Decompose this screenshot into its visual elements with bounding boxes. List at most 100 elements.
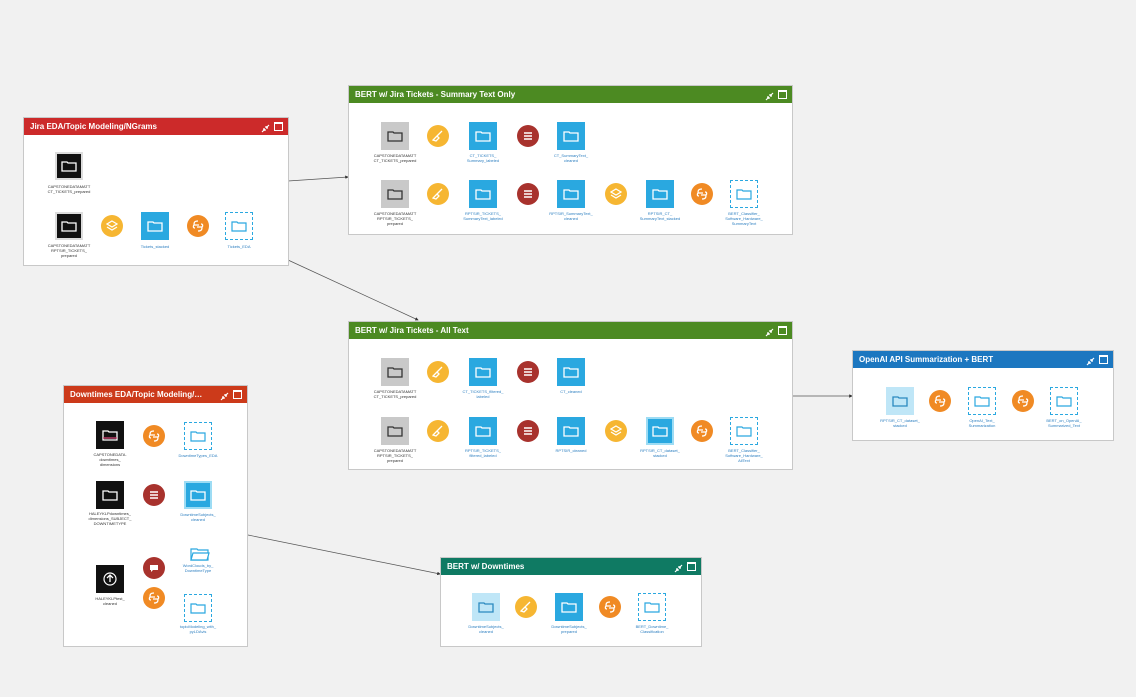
zone-bert-all[interactable]: BERT w/ Jira Tickets - All Text <box>348 321 793 470</box>
dataset-node[interactable] <box>730 180 758 208</box>
python-recipe-node[interactable] <box>691 183 713 205</box>
split-recipe-node[interactable] <box>517 361 539 383</box>
node-label: BERT_Classifier_ Software_Hardware_ AllT… <box>725 448 763 463</box>
window-icon[interactable] <box>274 122 283 131</box>
zone-header: OpenAI API Summarization + BERT <box>853 351 1113 368</box>
split-recipe-node[interactable] <box>517 125 539 147</box>
dataset-node[interactable] <box>557 180 585 208</box>
folder-icon <box>475 189 491 200</box>
dataset-node[interactable] <box>469 122 497 150</box>
stack-recipe-node[interactable] <box>101 215 123 237</box>
dataset-node[interactable] <box>557 417 585 445</box>
window-icon[interactable] <box>778 326 787 335</box>
folder-icon <box>644 602 660 613</box>
folder-icon <box>563 367 579 378</box>
python-recipe-node[interactable] <box>599 596 621 618</box>
prepare-recipe-node[interactable] <box>515 596 537 618</box>
dataset-node[interactable] <box>381 417 409 445</box>
dataset-node[interactable] <box>557 122 585 150</box>
dataset-node[interactable] <box>96 421 124 449</box>
dataset-node[interactable] <box>55 152 83 180</box>
dataset-node[interactable] <box>184 422 212 450</box>
node-label: DowntimeTypes_EDA <box>178 453 218 458</box>
prepare-recipe-node[interactable] <box>427 183 449 205</box>
stack-recipe-node[interactable] <box>605 420 627 442</box>
dataset-node[interactable] <box>141 212 169 240</box>
dataset-node[interactable] <box>469 417 497 445</box>
dataset-node[interactable] <box>469 358 497 386</box>
collapse-icon[interactable] <box>220 390 229 401</box>
prepare-recipe-node[interactable] <box>427 125 449 147</box>
node-label: Tickets_stacked <box>140 244 170 249</box>
split-recipe-node[interactable] <box>517 183 539 205</box>
node-label: CAPSTONEDATAMATT RPTSIR_TICKETS_ prepare… <box>47 243 91 258</box>
python-icon <box>604 601 616 613</box>
broom-icon <box>520 601 531 613</box>
node-label: CAPSTONEDATAMATT CT_TICKETS_prepared <box>373 153 417 163</box>
python-recipe-node[interactable] <box>187 215 209 237</box>
dataset-node[interactable] <box>730 417 758 445</box>
zone-bert-summary[interactable]: BERT w/ Jira Tickets - Summary Text Only <box>348 85 793 235</box>
dataset-node[interactable] <box>55 212 83 240</box>
dataset-node[interactable] <box>472 593 500 621</box>
collapse-icon[interactable] <box>674 562 683 573</box>
split-recipe-node[interactable] <box>143 484 165 506</box>
dataset-node[interactable] <box>968 387 996 415</box>
stack-recipe-node[interactable] <box>605 183 627 205</box>
window-icon[interactable] <box>1099 355 1108 364</box>
dataset-node[interactable] <box>225 212 253 240</box>
python-recipe-node[interactable] <box>1012 390 1034 412</box>
folder-icon <box>475 426 491 437</box>
python-icon <box>148 592 160 604</box>
node-label: CAPSTONEDATAMATT CT_TICKETS_prepared <box>373 389 417 399</box>
collapse-icon[interactable] <box>765 326 774 337</box>
upload-icon <box>103 572 117 586</box>
dataset-node[interactable] <box>381 122 409 150</box>
node-label: RPTSIR_CT_dataset_ stacked <box>640 448 680 458</box>
dataset-node[interactable] <box>381 358 409 386</box>
folder-icon <box>61 161 77 172</box>
dataset-node[interactable] <box>557 358 585 386</box>
split-recipe-node[interactable] <box>517 420 539 442</box>
dataset-node[interactable] <box>381 180 409 208</box>
folder-icon <box>652 189 668 200</box>
dataset-node[interactable] <box>886 387 914 415</box>
collapse-icon[interactable] <box>765 90 774 101</box>
node-label: CT_SummaryText_ cleaned <box>553 153 589 163</box>
dataset-node[interactable] <box>555 593 583 621</box>
collapse-icon[interactable] <box>1086 355 1095 366</box>
dataset-node[interactable] <box>96 481 124 509</box>
folder-node[interactable] <box>186 540 214 568</box>
node-label: CT_TICKETS_ Summary_labeled <box>466 153 500 163</box>
prepare-recipe-node[interactable] <box>427 361 449 383</box>
prepare-recipe-node[interactable] <box>427 420 449 442</box>
dataset-node[interactable] <box>184 481 212 509</box>
open-folder-icon <box>190 548 210 561</box>
python-recipe-node[interactable] <box>143 587 165 609</box>
python-recipe-node[interactable] <box>691 420 713 442</box>
node-label: topicModeling_with_ pyLDAvis <box>179 624 217 634</box>
window-icon[interactable] <box>233 390 242 399</box>
zone-title: BERT w/ Jira Tickets - All Text <box>355 326 469 335</box>
dataset-node[interactable] <box>184 594 212 622</box>
dataset-node[interactable] <box>469 180 497 208</box>
folder-icon <box>736 426 752 437</box>
folder-icon <box>974 396 990 407</box>
python-recipe-node[interactable] <box>143 425 165 447</box>
dataset-node[interactable] <box>638 593 666 621</box>
zone-jira-eda[interactable]: Jira EDA/Topic Modeling/NGrams <box>23 117 289 266</box>
chat-recipe-node[interactable] <box>143 557 165 579</box>
window-icon[interactable] <box>778 90 787 99</box>
collapse-icon[interactable] <box>261 122 270 133</box>
folder-icon <box>475 131 491 142</box>
dataset-node[interactable] <box>96 565 124 593</box>
dataset-node[interactable] <box>1050 387 1078 415</box>
node-label: RPTSIR_TICKETS_ filtered_labeled <box>464 448 501 458</box>
python-recipe-node[interactable] <box>929 390 951 412</box>
stack-icon <box>106 220 118 231</box>
dataset-node[interactable] <box>646 180 674 208</box>
dataset-node[interactable] <box>646 417 674 445</box>
node-label: RPTSIR_cleaned <box>555 448 587 453</box>
folder-icon <box>387 189 403 200</box>
window-icon[interactable] <box>687 562 696 571</box>
